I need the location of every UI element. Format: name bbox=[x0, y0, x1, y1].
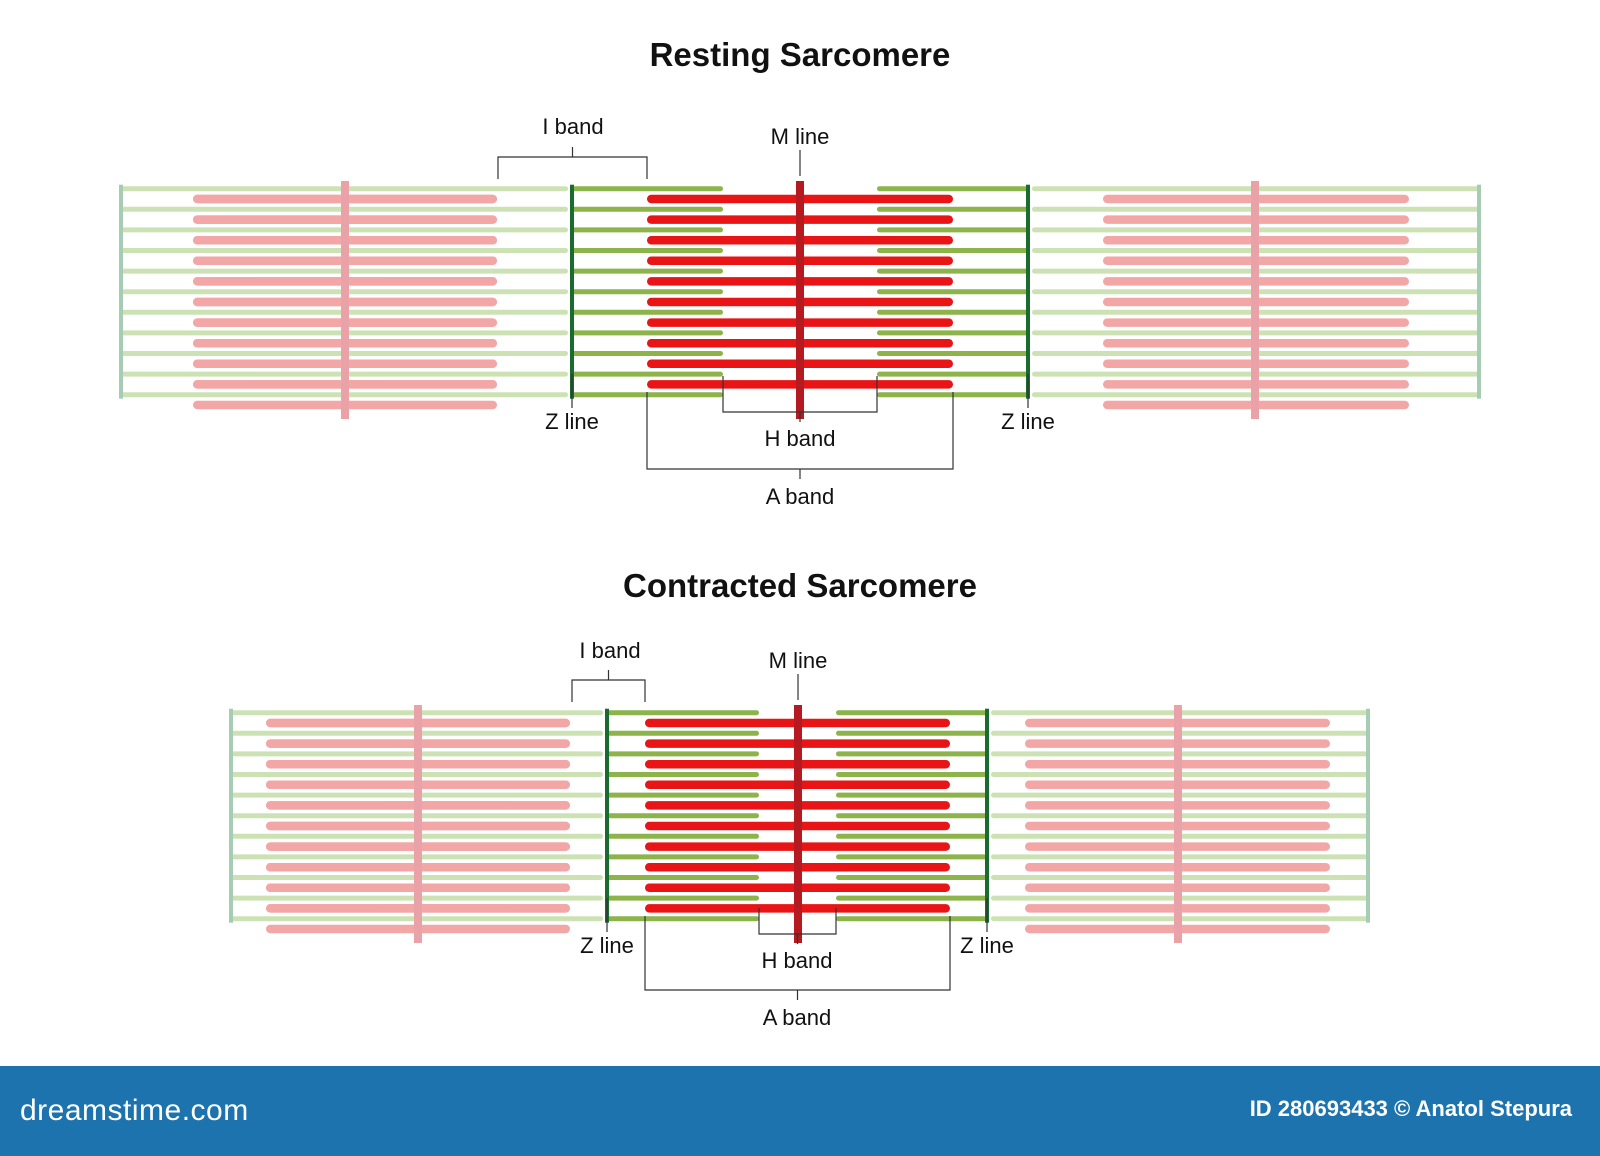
resting-z-line-left-label: Z line bbox=[545, 409, 599, 434]
actin-filament-right bbox=[836, 813, 987, 819]
actin-filament-left bbox=[607, 833, 759, 839]
z-line-pointers bbox=[606, 898, 988, 932]
actin-filament-right bbox=[836, 854, 987, 860]
actin-filament-left bbox=[572, 248, 723, 253]
actin-filament-right bbox=[836, 730, 987, 736]
resting-sarcomere-diagram bbox=[119, 147, 1481, 479]
actin-filament-left bbox=[572, 227, 723, 233]
contracted-z-line-right-label: Z line bbox=[960, 933, 1014, 958]
actin-filament-right bbox=[836, 833, 987, 839]
faded-z-line bbox=[1477, 184, 1481, 399]
actin-filament-left bbox=[607, 895, 759, 901]
actin-filament-right bbox=[836, 895, 987, 901]
contracted-i-band-label: I band bbox=[579, 638, 640, 663]
contracted-h-band-label: H band bbox=[762, 948, 833, 973]
resting-a-band-label: A band bbox=[766, 484, 835, 509]
dreamstime-logo[interactable]: dreamstime.com bbox=[20, 1094, 249, 1127]
actin-filament-right bbox=[836, 751, 987, 757]
m-line bbox=[796, 181, 804, 419]
actin-filament-left bbox=[607, 916, 759, 922]
m-line bbox=[794, 705, 802, 943]
actin-filament-left bbox=[607, 854, 759, 860]
actin-filament-left bbox=[572, 371, 723, 377]
actin-filament-left bbox=[607, 751, 759, 757]
actin-filament-left bbox=[607, 772, 759, 777]
h-band-bracket bbox=[722, 376, 878, 422]
resting-h-band-label: H band bbox=[765, 426, 836, 451]
actin-filament-left bbox=[607, 710, 759, 716]
contracted-m-line-label: M line bbox=[769, 648, 828, 673]
a-band-bracket bbox=[644, 916, 951, 1000]
faded-m-line bbox=[1251, 181, 1259, 419]
z-line-left bbox=[570, 184, 574, 399]
actin-filament-right bbox=[877, 351, 1028, 356]
actin-filament-right bbox=[836, 916, 987, 922]
resting-m-line-label: M line bbox=[771, 124, 830, 149]
contracted-title: Contracted Sarcomere bbox=[623, 567, 977, 604]
footer-bar: dreamstime.com ID 280693433 © Anatol Ste… bbox=[0, 1066, 1600, 1156]
actin-filament-right bbox=[877, 268, 1028, 274]
actin-filament-right bbox=[877, 371, 1028, 377]
z-line-right bbox=[985, 708, 989, 923]
actin-filament-right bbox=[877, 309, 1028, 315]
actin-filament-left bbox=[572, 330, 723, 336]
actin-filament-right bbox=[836, 792, 987, 798]
z-line-pointers bbox=[571, 374, 1029, 408]
actin-filament-left bbox=[572, 309, 723, 315]
actin-filament-left bbox=[607, 792, 759, 798]
actin-filament-right bbox=[836, 772, 987, 777]
actin-filament-right bbox=[877, 227, 1028, 233]
actin-filament-left bbox=[607, 730, 759, 736]
actin-filament-right bbox=[877, 289, 1028, 295]
actin-filament-left bbox=[607, 875, 759, 880]
h-band-bracket bbox=[758, 908, 837, 944]
actin-filament-left bbox=[572, 268, 723, 274]
actin-filament-right bbox=[836, 875, 987, 880]
resting-z-line-right-label: Z line bbox=[1001, 409, 1055, 434]
faded-m-line bbox=[341, 181, 349, 419]
i-band-bracket bbox=[571, 670, 646, 702]
actin-filament-left bbox=[572, 289, 723, 295]
image-credit: ID 280693433 © Anatol Stepura bbox=[1249, 1096, 1572, 1121]
i-band-bracket bbox=[497, 147, 648, 179]
actin-filament-left bbox=[572, 186, 723, 192]
actin-filament-right bbox=[877, 248, 1028, 253]
faded-z-line bbox=[229, 708, 233, 923]
resting-title: Resting Sarcomere bbox=[650, 36, 951, 73]
faded-m-line bbox=[414, 705, 422, 943]
actin-filament-left bbox=[607, 813, 759, 819]
actin-filament-right bbox=[877, 330, 1028, 336]
faded-z-line bbox=[119, 184, 123, 399]
actin-filament-right bbox=[836, 710, 987, 716]
a-band-bracket bbox=[646, 392, 954, 479]
resting-i-band-label: I band bbox=[542, 114, 603, 139]
contracted-sarcomere-diagram bbox=[229, 670, 1370, 1000]
actin-filament-right bbox=[877, 186, 1028, 192]
faded-z-line bbox=[1366, 708, 1370, 923]
z-line-right bbox=[1026, 184, 1030, 399]
contracted-a-band-label: A band bbox=[763, 1005, 832, 1030]
actin-filament-left bbox=[572, 206, 723, 212]
z-line-left bbox=[605, 708, 609, 923]
contracted-z-line-left-label: Z line bbox=[580, 933, 634, 958]
actin-filament-left bbox=[572, 351, 723, 356]
faded-m-line bbox=[1174, 705, 1182, 943]
actin-filament-right bbox=[877, 206, 1028, 212]
